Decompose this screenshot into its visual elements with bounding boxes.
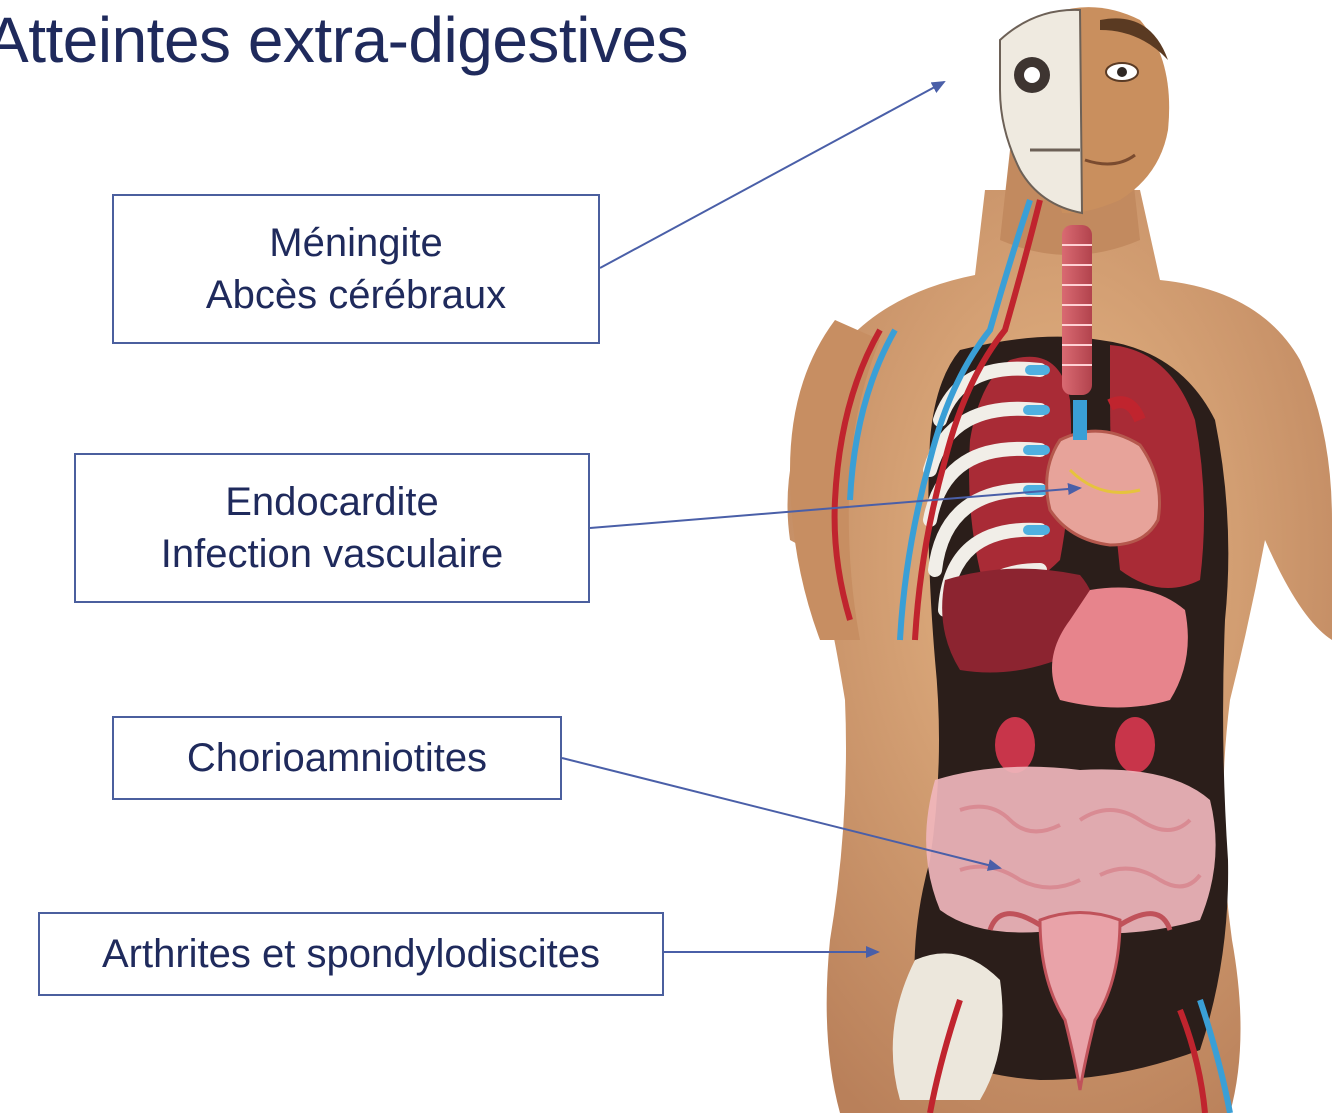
label-box-meningitis: Méningite Abcès cérébraux bbox=[112, 194, 600, 344]
label-box-endocarditis: Endocardite Infection vasculaire bbox=[74, 453, 590, 603]
arrow-endocarditis bbox=[590, 488, 1080, 528]
label-text: Abcès cérébraux bbox=[206, 269, 506, 321]
arrow-chorioamnionitis bbox=[562, 758, 1000, 868]
label-text: Chorioamniotites bbox=[187, 732, 487, 784]
label-text: Infection vasculaire bbox=[161, 528, 503, 580]
label-text: Méningite bbox=[269, 217, 442, 269]
label-text: Endocardite bbox=[225, 476, 438, 528]
label-box-chorioamnionitis: Chorioamniotites bbox=[112, 716, 562, 800]
label-text: Arthrites et spondylodiscites bbox=[102, 928, 600, 980]
label-box-arthritis: Arthrites et spondylodiscites bbox=[38, 912, 664, 996]
arrow-meningitis bbox=[600, 82, 944, 268]
